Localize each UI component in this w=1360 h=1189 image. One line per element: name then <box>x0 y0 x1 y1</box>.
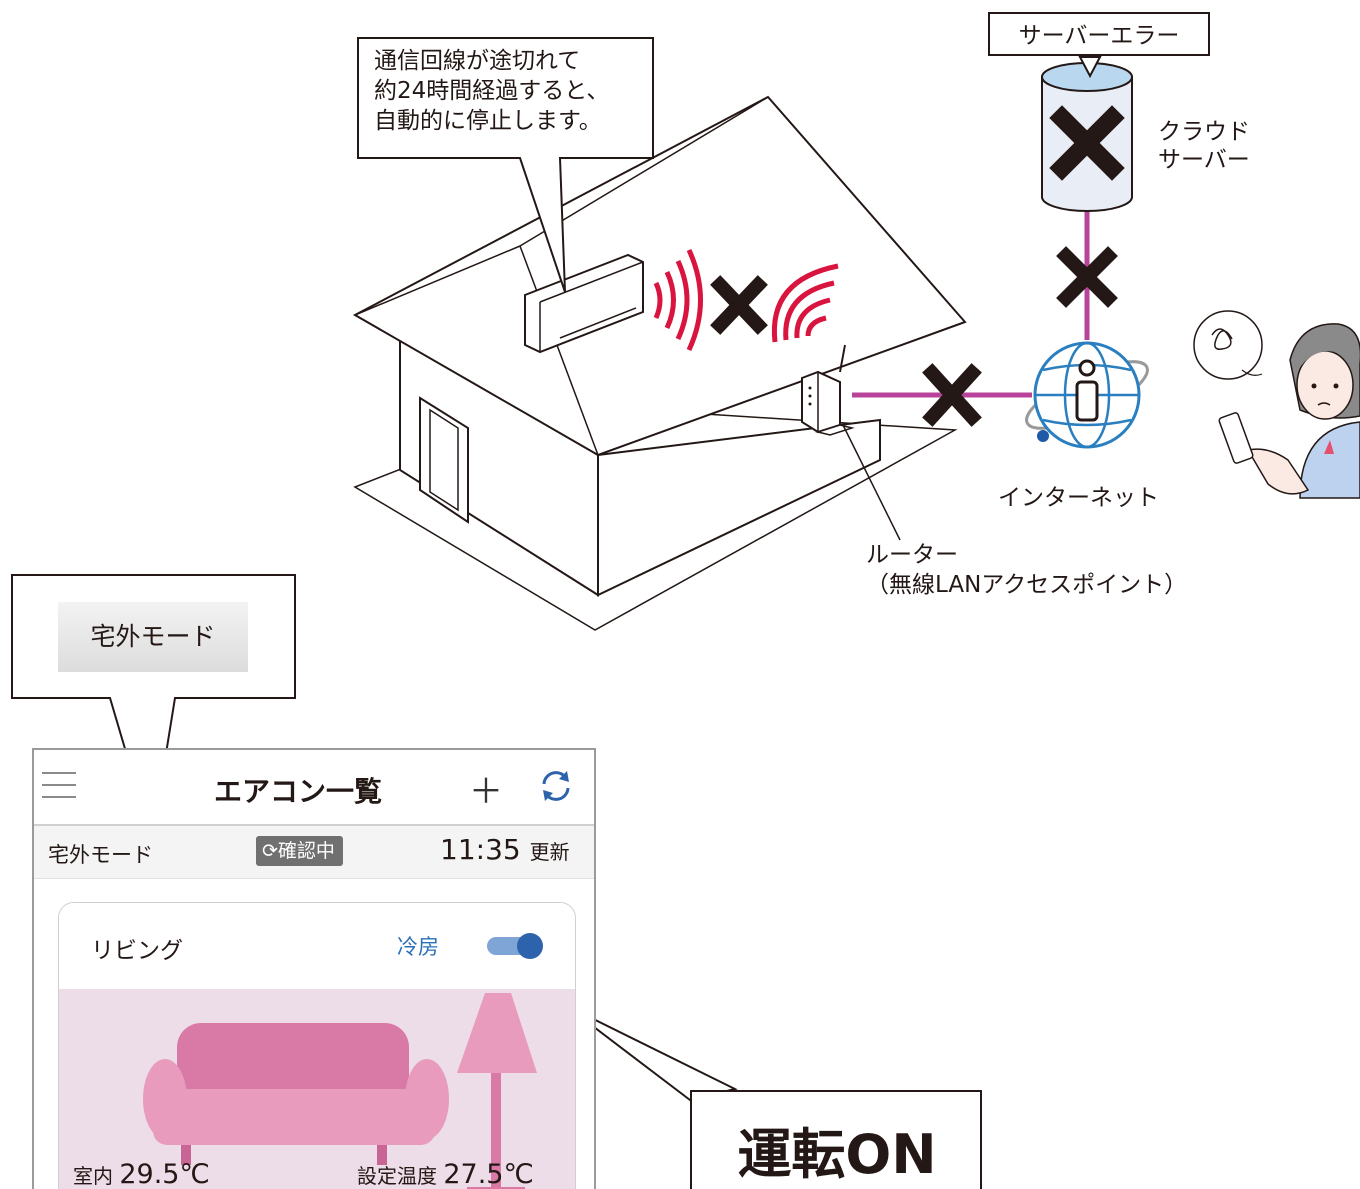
cloud-label-line-2: サーバー <box>1158 147 1250 173</box>
air-conditioner-icon <box>524 253 644 354</box>
status-badge: ⟳確認中 <box>256 836 343 866</box>
indoor-temp-label: 室内 <box>73 1164 113 1188</box>
server-error-label: サーバーエラー <box>988 12 1210 56</box>
router-label-line-1: ルーター <box>866 542 958 568</box>
menu-icon[interactable] <box>42 772 76 800</box>
phone-app-screen: エアコン一覧 ＋ 宅外モード ⟳確認中 11:35 更新 リビング 冷房 <box>32 748 596 1189</box>
disconnect-x-icon <box>1056 246 1118 308</box>
operation-on-label: 運転ON <box>737 1123 937 1186</box>
house-door <box>419 396 469 524</box>
update-label: 更新 <box>529 840 570 864</box>
set-temp: 設定温度 27.5℃ <box>357 1159 534 1189</box>
update-time: 11:35 更新 <box>440 833 570 866</box>
update-time-value: 11:35 <box>440 833 521 866</box>
set-temp-label: 設定温度 <box>357 1164 437 1188</box>
confused-user-icon <box>1193 310 1360 499</box>
cloud-server-label: クラウド サーバー <box>1158 118 1250 174</box>
operation-on-callout: 運転ON <box>690 1090 982 1189</box>
cloud-label-line-1: クラウド <box>1158 119 1250 145</box>
indoor-temp-value: 29.5℃ <box>119 1159 210 1189</box>
callout-line-3: 自動的に停止します。 <box>374 108 602 134</box>
power-toggle[interactable] <box>487 933 545 959</box>
status-bar: 宅外モード ⟳確認中 11:35 更新 <box>34 826 594 879</box>
callout-line-2: 約24時間経過すると、 <box>374 78 610 104</box>
card-header: リビング 冷房 <box>59 903 575 989</box>
status-badge-label: 確認中 <box>277 840 335 862</box>
aircon-card[interactable]: リビング 冷房 室内 29.5℃ 設定温度 <box>58 902 576 1189</box>
wifi-waves-right-icon <box>771 263 839 343</box>
refresh-icon[interactable] <box>534 764 578 808</box>
set-temp-value: 27.5℃ <box>443 1159 534 1189</box>
add-icon[interactable]: ＋ <box>469 772 503 812</box>
disconnect-x-icon <box>922 363 982 427</box>
indoor-temp: 室内 29.5℃ <box>73 1159 210 1189</box>
house-roof <box>352 95 967 457</box>
app-header: エアコン一覧 ＋ <box>34 750 594 826</box>
wifi-waves-left-icon <box>653 248 703 352</box>
operation-mode: 冷房 <box>397 935 439 959</box>
callout-line-1: 通信回線が途切れて <box>374 48 581 74</box>
internet-globe-icon <box>1025 341 1149 449</box>
router-icon <box>801 344 855 436</box>
callout-top-box <box>357 37 654 293</box>
internet-label: インターネット <box>998 485 1159 511</box>
router-label-line-2: （無線LANアクセスポイント） <box>866 572 1188 598</box>
app-title: エアコン一覧 <box>214 775 383 808</box>
status-mode: 宅外モード <box>48 843 153 867</box>
callout-top-text: 通信回線が途切れて 約24時間経過すると、 自動的に停止します。 <box>374 46 609 136</box>
server-error-x-icon <box>1049 105 1125 181</box>
away-mode-chip: 宅外モード <box>58 602 248 672</box>
sync-icon: ⟳ <box>262 840 278 862</box>
disconnect-x-icon <box>710 275 768 335</box>
room-name: リビング <box>91 938 183 964</box>
router-label: ルーター （無線LANアクセスポイント） <box>866 540 1187 600</box>
room-illustration: 室内 29.5℃ 設定温度 27.5℃ <box>59 989 575 1189</box>
sofa-lamp-icon <box>143 993 537 1189</box>
house-right-wall <box>597 418 881 597</box>
